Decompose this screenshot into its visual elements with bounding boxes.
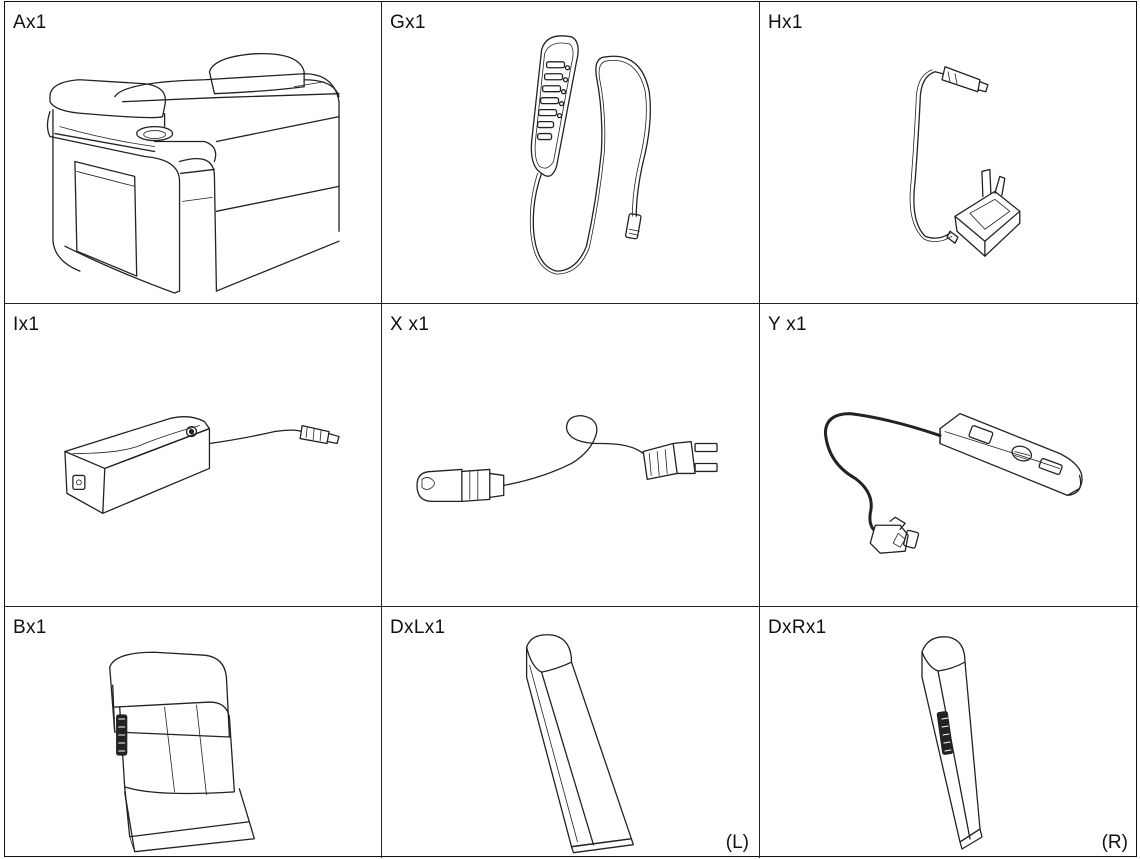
armrest-left-illustration — [525, 634, 634, 854]
wall-adapter-illustration — [909, 66, 1021, 257]
part-cell-y: Y x1 — [760, 304, 1138, 607]
control-switch-illustration — [823, 412, 1083, 554]
side-indicator-right: (R) — [1101, 832, 1128, 853]
part-cell-x: X x1 — [382, 304, 760, 607]
part-cell-h: Hx1 — [760, 2, 1138, 304]
part-cell-dr: DxRx1 (R) — [760, 607, 1138, 858]
recliner-chair-illustration — [46, 53, 340, 294]
part-cell-b: Bx1 — [5, 607, 382, 858]
part-label: Ax1 — [13, 12, 47, 33]
part-label: DxRx1 — [768, 617, 827, 638]
part-cell-dl: DxLx1 (L) — [382, 607, 760, 858]
part-label: DxLx1 — [390, 617, 446, 638]
parts-grid: Ax1 — [4, 1, 1138, 858]
part-cell-i: Ix1 — [5, 304, 382, 607]
side-indicator-left: (L) — [725, 832, 749, 853]
armrest-right-illustration — [921, 636, 983, 850]
part-label: Hx1 — [768, 12, 803, 33]
transformer-illustration — [64, 416, 340, 514]
part-label: Bx1 — [13, 617, 47, 638]
hand-remote-illustration — [529, 35, 651, 275]
part-cell-a: Ax1 — [5, 2, 382, 304]
part-label: Y x1 — [768, 314, 807, 335]
backrest-illustration — [109, 651, 255, 853]
part-label: X x1 — [390, 314, 430, 335]
part-cell-g: Gx1 — [382, 2, 760, 304]
part-label: Gx1 — [390, 12, 426, 33]
power-cord-illustration — [416, 414, 718, 502]
part-label: Ix1 — [13, 314, 40, 335]
